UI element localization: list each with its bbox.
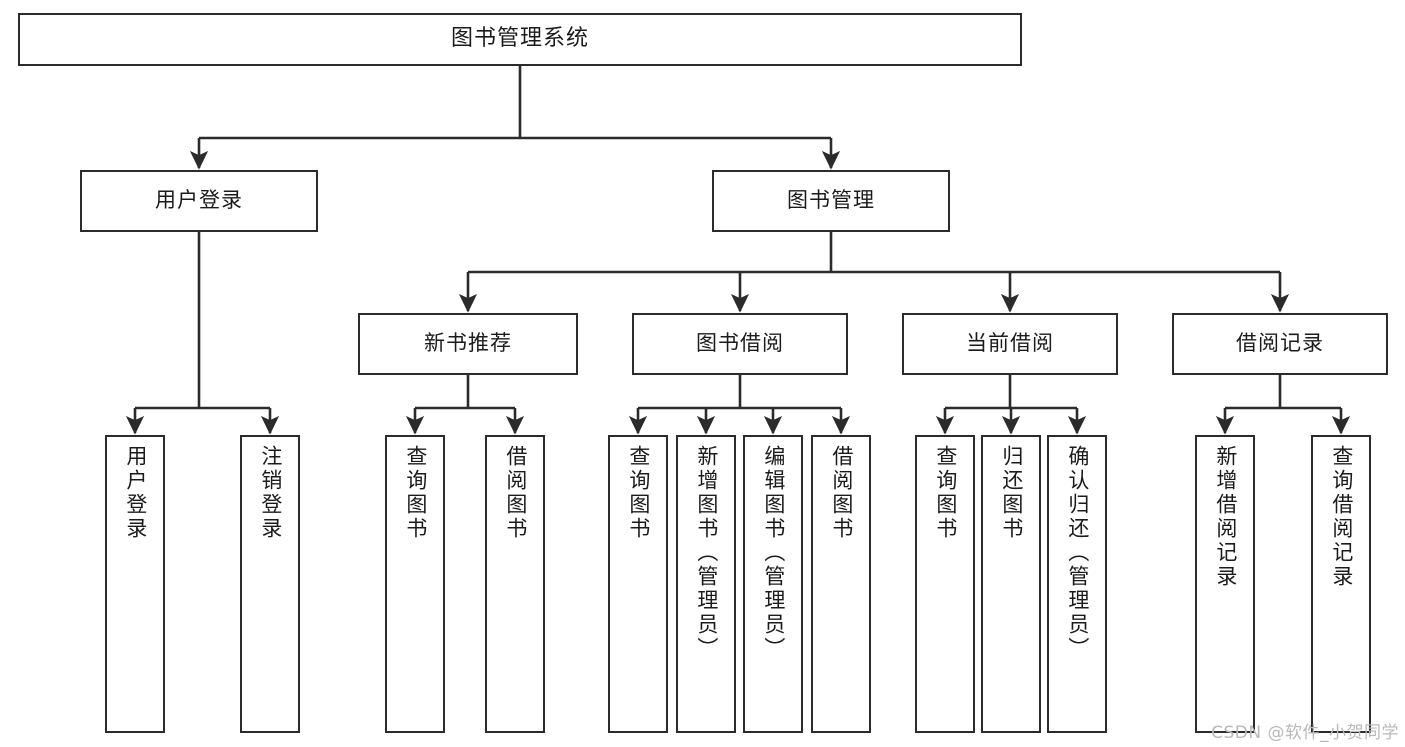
leaf-user-login-0[interactable]: 用户登录 xyxy=(105,435,165,733)
leaf-current-borrow-1-label: 归还图书 xyxy=(999,445,1024,541)
leaf-borrow-record-1[interactable]: 查询借阅记录 xyxy=(1311,435,1371,733)
node-current-borrow-label: 当前借阅 xyxy=(966,331,1054,356)
leaf-book-borrow-1-label: 新增图书（管理员） xyxy=(694,445,719,661)
leaf-current-borrow-0[interactable]: 查询图书 xyxy=(915,435,975,733)
leaf-new-book-1-label: 借阅图书 xyxy=(503,445,528,541)
csdn-watermark: CSDN @软件_小贺同学 xyxy=(1211,723,1399,743)
node-user-login-label: 用户登录 xyxy=(155,188,243,213)
leaf-book-borrow-2[interactable]: 编辑图书（管理员） xyxy=(743,435,803,733)
leaf-current-borrow-0-label: 查询图书 xyxy=(933,445,958,541)
leaf-book-borrow-0-label: 查询图书 xyxy=(626,445,651,541)
node-book-borrow-label: 图书借阅 xyxy=(696,331,784,356)
leaf-book-borrow-0[interactable]: 查询图书 xyxy=(608,435,668,733)
node-user-login[interactable]: 用户登录 xyxy=(80,170,318,232)
leaf-user-login-1[interactable]: 注销登录 xyxy=(240,435,300,733)
leaf-book-borrow-1[interactable]: 新增图书（管理员） xyxy=(676,435,736,733)
node-book-management-label: 图书管理 xyxy=(787,188,875,213)
leaf-borrow-record-1-label: 查询借阅记录 xyxy=(1329,445,1354,589)
leaf-user-login-1-label: 注销登录 xyxy=(258,445,283,541)
node-root[interactable]: 图书管理系统 xyxy=(18,13,1022,66)
leaf-current-borrow-2-label: 确认归还（管理员） xyxy=(1065,445,1090,661)
leaf-new-book-1[interactable]: 借阅图书 xyxy=(485,435,545,733)
node-book-borrow[interactable]: 图书借阅 xyxy=(632,313,848,375)
leaf-new-book-0-label: 查询图书 xyxy=(403,445,428,541)
leaf-book-borrow-2-label: 编辑图书（管理员） xyxy=(761,445,786,661)
leaf-new-book-0[interactable]: 查询图书 xyxy=(385,435,445,733)
leaf-current-borrow-1[interactable]: 归还图书 xyxy=(981,435,1041,733)
node-book-management[interactable]: 图书管理 xyxy=(712,170,950,232)
node-new-book-recommend-label: 新书推荐 xyxy=(424,331,512,356)
node-new-book-recommend[interactable]: 新书推荐 xyxy=(358,313,578,375)
leaf-user-login-0-label: 用户登录 xyxy=(123,445,148,541)
leaf-current-borrow-2[interactable]: 确认归还（管理员） xyxy=(1047,435,1107,733)
leaf-borrow-record-0[interactable]: 新增借阅记录 xyxy=(1195,435,1255,733)
leaf-book-borrow-3-label: 借阅图书 xyxy=(829,445,854,541)
node-current-borrow[interactable]: 当前借阅 xyxy=(902,313,1118,375)
node-borrow-record-label: 借阅记录 xyxy=(1236,331,1324,356)
node-root-label: 图书管理系统 xyxy=(450,26,589,52)
leaf-borrow-record-0-label: 新增借阅记录 xyxy=(1213,445,1238,589)
node-borrow-record[interactable]: 借阅记录 xyxy=(1172,313,1388,375)
leaf-book-borrow-3[interactable]: 借阅图书 xyxy=(811,435,871,733)
